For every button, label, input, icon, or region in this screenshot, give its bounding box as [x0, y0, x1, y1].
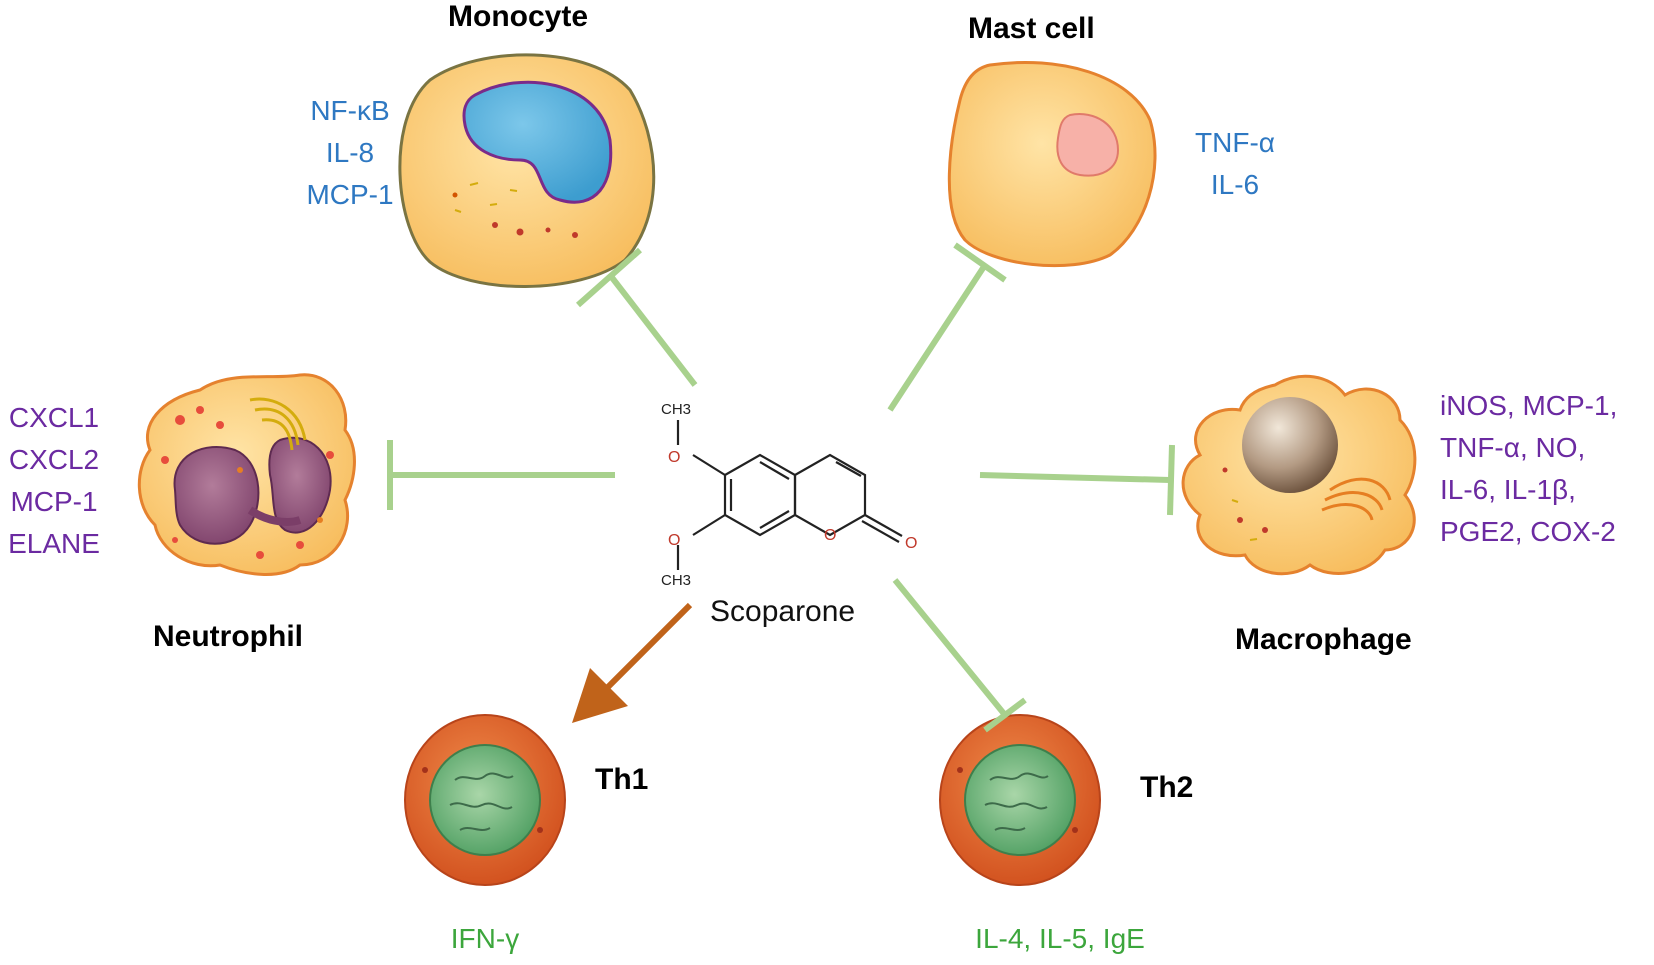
- oxygen-atom-top: O: [668, 449, 680, 466]
- inhibition-to-monocyte: [576, 247, 698, 387]
- marker: PGE2, COX-2: [1440, 516, 1616, 547]
- oxygen-atom-carbonyl: O: [905, 535, 917, 552]
- methyl-top-label: CH3: [661, 401, 691, 418]
- marker: TNF-α, NO,: [1440, 432, 1586, 463]
- th2-markers: IL-4, IL-5, IgE: [950, 918, 1170, 960]
- marker: TNF-α: [1195, 127, 1275, 158]
- neutrophil-title: Neutrophil: [153, 620, 303, 653]
- marker: ELANE: [8, 528, 100, 559]
- marker: IFN-γ: [450, 923, 520, 954]
- marker: CXCL1: [8, 402, 100, 433]
- th1-cell: [404, 714, 566, 886]
- scoparone-structure: [676, 420, 903, 570]
- mast-cell-title: Mast cell: [968, 12, 1095, 45]
- mast-cell: [947, 61, 1157, 268]
- th2-title: Th2: [1140, 771, 1194, 804]
- marker: MCP-1: [10, 486, 98, 517]
- th2-cell: [939, 714, 1101, 886]
- marker: CXCL2: [8, 444, 100, 475]
- monocyte-title: Monocyte: [448, 0, 589, 33]
- methyl-bottom-label: CH3: [661, 572, 691, 589]
- monocyte-cell: [398, 53, 656, 288]
- activation-to-th1: [572, 602, 693, 723]
- inhibition-to-macrophage: [979, 444, 1175, 516]
- neutrophil-cell: [137, 373, 356, 576]
- scoparone-atoms: O O O O CH3 CH3: [661, 401, 917, 589]
- macrophage-cell: [1181, 374, 1417, 576]
- inhibition-to-th2: [892, 578, 1027, 733]
- th1-title: Th1: [595, 763, 649, 796]
- monocyte-markers: NF-κB IL-8 MCP-1: [290, 90, 410, 216]
- mast-cell-markers: TNF-α IL-6: [1180, 122, 1290, 206]
- marker: NF-κB: [310, 95, 390, 126]
- marker: MCP-1: [306, 179, 394, 210]
- compound-name: Scoparone: [710, 595, 856, 628]
- macrophage-markers: iNOS, MCP-1, TNF-α, NO, IL-6, IL-1β, PGE…: [1440, 385, 1650, 553]
- marker: IL-8: [325, 137, 375, 168]
- macrophage-title: Macrophage: [1235, 623, 1412, 656]
- marker: IL-4, IL-5, IgE: [975, 923, 1145, 954]
- inhibition-to-mast-cell: [887, 242, 1007, 412]
- neutrophil-markers: CXCL1 CXCL2 MCP-1 ELANE: [0, 397, 108, 565]
- th1-markers: IFN-γ: [430, 918, 540, 960]
- marker: iNOS, MCP-1,: [1440, 390, 1618, 421]
- marker: IL-6: [1210, 169, 1260, 200]
- oxygen-atom-bottom: O: [668, 532, 680, 549]
- oxygen-atom-ring: O: [824, 527, 836, 544]
- marker: IL-6, IL-1β,: [1440, 474, 1576, 505]
- inhibition-to-neutrophil: [387, 440, 615, 510]
